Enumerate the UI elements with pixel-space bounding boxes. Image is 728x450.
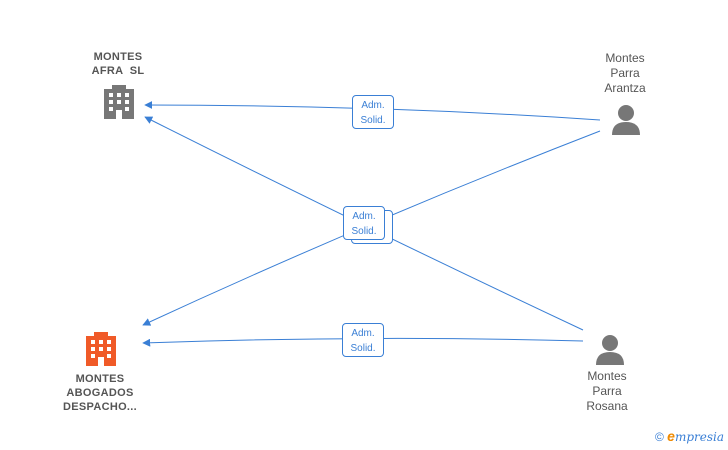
node-label-rosana[interactable]: Montes Parra Rosana	[586, 369, 628, 413]
node-label-montes-abogados[interactable]: MONTES ABOGADOS DESPACHO...	[63, 373, 137, 413]
brand-initial: e	[667, 428, 675, 444]
copyright-icon: ©	[654, 430, 664, 444]
node-label-arantza[interactable]: Montes Parra Arantza	[604, 51, 646, 95]
building-icon[interactable]	[104, 85, 134, 119]
edge-label-rosana-montes-afra[interactable]: Adm. Solid.	[343, 206, 385, 240]
empresia-brand[interactable]: © empresia	[655, 428, 724, 444]
person-icon[interactable]	[596, 335, 624, 365]
edge-label-rosana-montes-abogados[interactable]: Adm. Solid.	[342, 323, 384, 357]
edge-label-arantza-montes-afra[interactable]: Adm. Solid.	[352, 95, 394, 129]
node-label-montes-afra[interactable]: MONTES AFRA SL	[91, 51, 145, 77]
building-icon[interactable]	[86, 332, 116, 366]
brand-name: mpresia	[674, 430, 724, 444]
person-icon[interactable]	[612, 105, 640, 135]
